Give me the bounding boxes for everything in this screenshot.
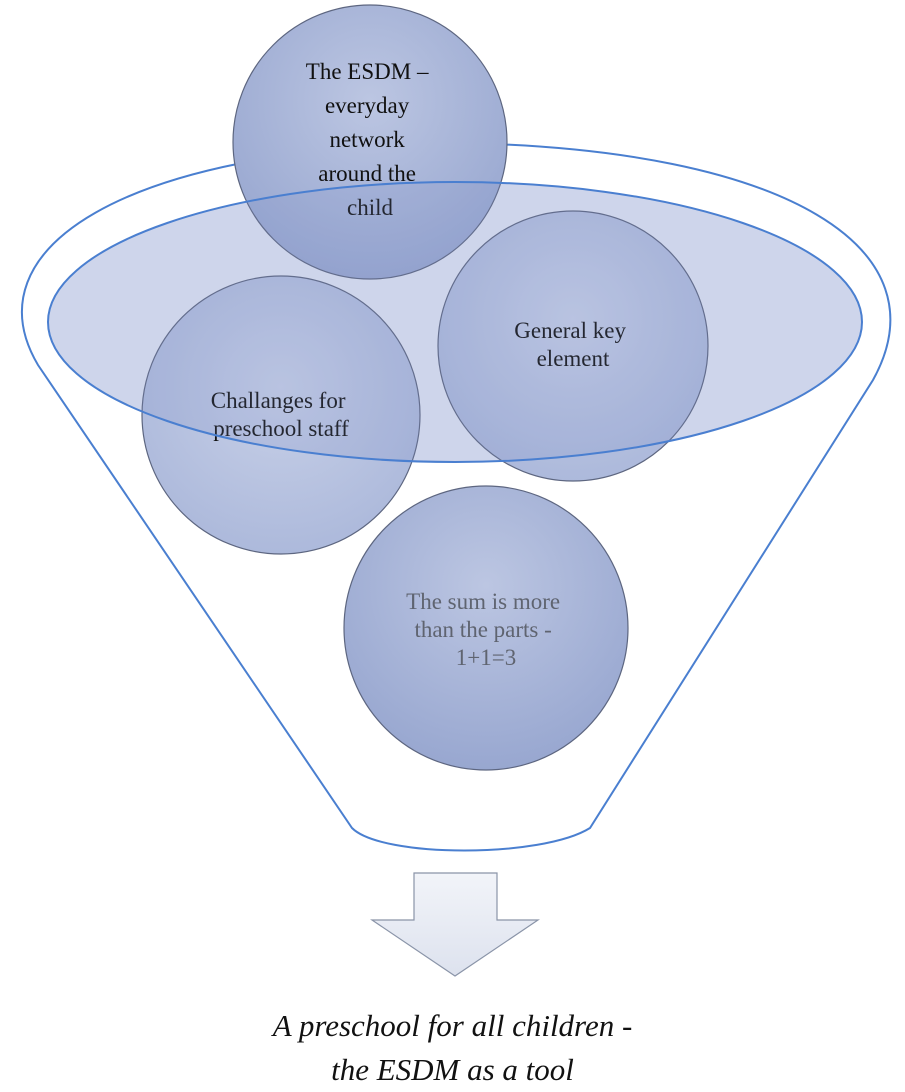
circle-general-shape bbox=[437, 210, 709, 482]
circle-general-line: General key bbox=[514, 318, 626, 343]
circle-esdm-line: network bbox=[329, 127, 405, 152]
circle-sum-label: The sum is more than the parts - 1+1=3 bbox=[406, 589, 566, 670]
caption-line-2: the ESDM as a tool bbox=[331, 1052, 574, 1087]
down-arrow-icon bbox=[370, 872, 540, 977]
circle-challenges-line: preschool staff bbox=[213, 416, 349, 441]
circle-sum-shape bbox=[343, 485, 629, 771]
circle-esdm-line: everyday bbox=[325, 93, 410, 118]
circle-sum-line: 1+1=3 bbox=[456, 645, 516, 670]
circle-esdm: The ESDM – everyday network around the c… bbox=[232, 4, 508, 280]
circle-challenges-shape bbox=[141, 275, 421, 555]
circle-general: General key element bbox=[437, 210, 709, 482]
circle-sum: The sum is more than the parts - 1+1=3 bbox=[343, 485, 629, 771]
circle-general-label: General key element bbox=[514, 318, 632, 371]
circle-challenges: Challanges for preschool staff bbox=[141, 275, 421, 555]
circle-sum-line: than the parts - bbox=[414, 617, 551, 642]
circle-esdm-line: around the bbox=[318, 161, 416, 186]
funnel-rim-front bbox=[47, 181, 863, 463]
circle-challenges-line: Challanges for bbox=[211, 388, 346, 413]
circle-esdm-line: The ESDM – bbox=[306, 59, 429, 84]
caption-line-1: A preschool for all children - bbox=[272, 1008, 633, 1043]
circle-challenges-label: Challanges for preschool staff bbox=[211, 388, 352, 441]
circle-esdm-label: The ESDM – everyday network around the c… bbox=[306, 59, 434, 220]
circle-sum-line: The sum is more bbox=[406, 589, 560, 614]
circle-general-line: element bbox=[537, 346, 610, 371]
circle-esdm-line: child bbox=[347, 195, 393, 220]
circle-esdm-shape bbox=[232, 4, 508, 280]
